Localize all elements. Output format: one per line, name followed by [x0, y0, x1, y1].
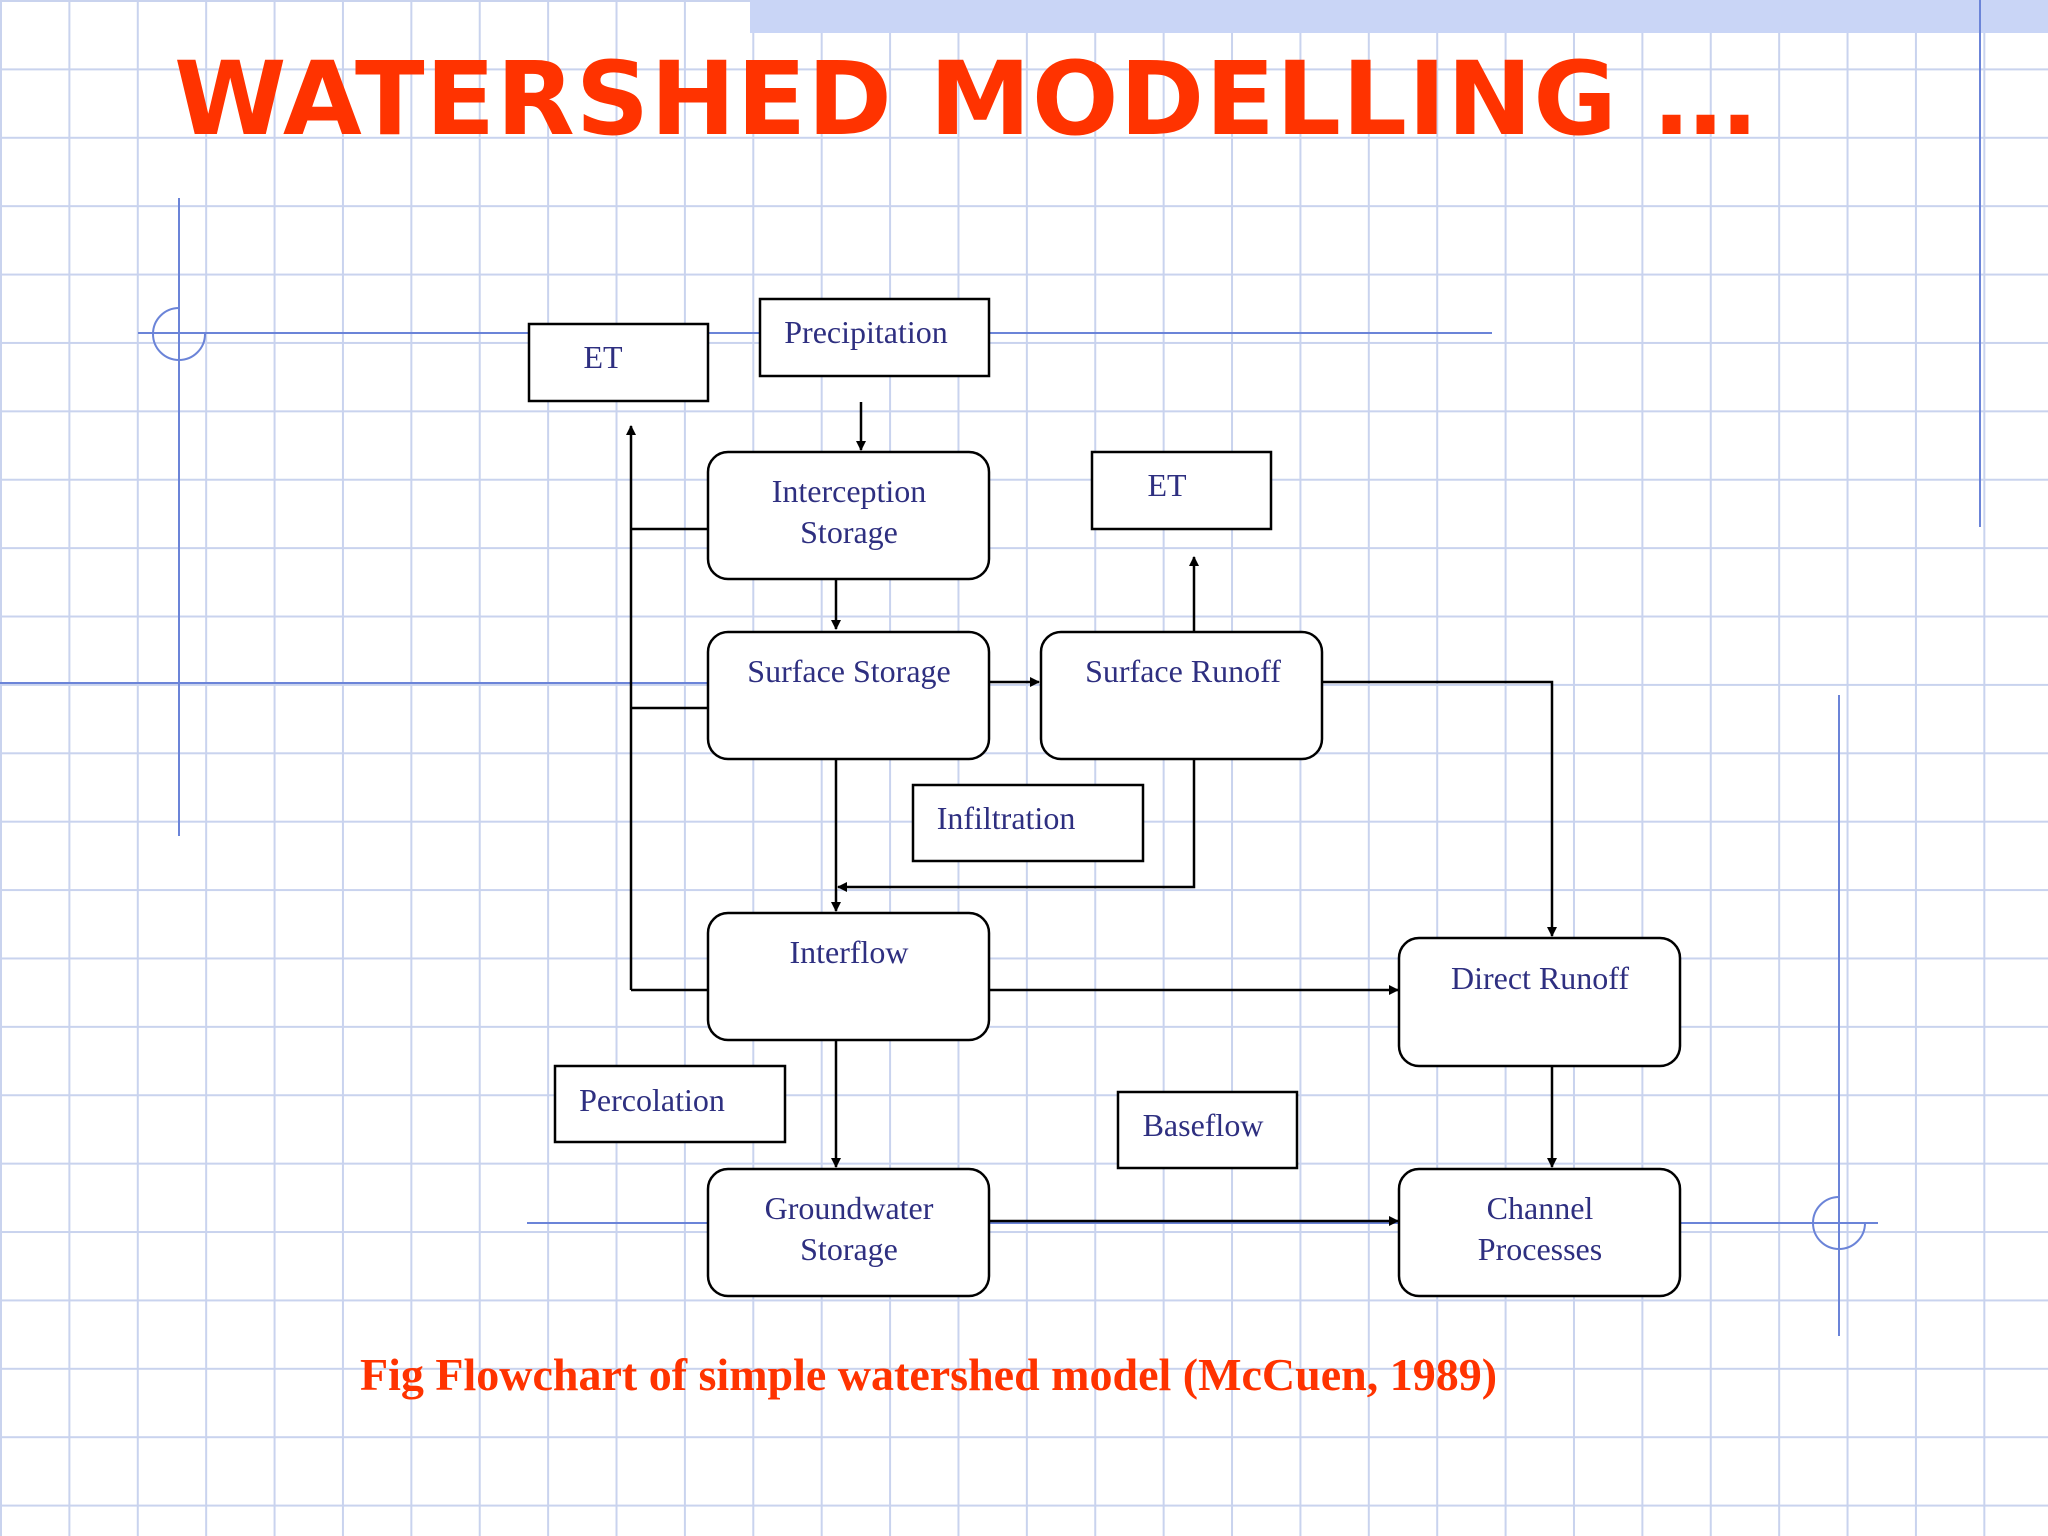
guide-ring-upper-left: [152, 307, 206, 361]
node-percolation-label: Percolation: [579, 1082, 725, 1118]
guide-ring-lower-right: [1812, 1196, 1866, 1250]
arrow-surface-runoff-to-interflow: [837, 760, 1196, 892]
node-precipitation-label: Precipitation: [784, 314, 948, 350]
node-direct-runoff-label: Direct Runoff: [1451, 960, 1629, 996]
node-groundwater-storage-label-line-2: Storage: [800, 1231, 898, 1267]
node-channel-processes-label-line-1: Channel: [1487, 1190, 1594, 1226]
node-infiltration-label: Infiltration: [937, 800, 1076, 836]
node-et-right-label: ET: [1147, 467, 1187, 503]
node-baseflow-label: Baseflow: [1143, 1107, 1264, 1143]
node-interception-storage-label-line-2: Storage: [800, 514, 898, 550]
node-groundwater-storage: Groundwater Storage: [706, 1167, 991, 1298]
node-surface-storage-label: Surface Storage: [747, 653, 950, 689]
node-percolation: Percolation: [553, 1064, 787, 1144]
node-precipitation: Precipitation: [758, 297, 991, 378]
node-channel-processes-label-line-2: Processes: [1478, 1231, 1602, 1267]
node-surface-runoff-label: Surface Runoff: [1085, 653, 1281, 689]
node-interflow: Interflow: [706, 911, 991, 1042]
node-surface-storage: Surface Storage: [706, 630, 991, 761]
node-et-left: ET: [527, 322, 710, 403]
node-interception-storage: Interception Storage: [706, 450, 991, 581]
node-et-left-label: ET: [583, 339, 623, 375]
slide-title: WATERSHED MODELLING …: [174, 40, 1758, 159]
node-direct-runoff: Direct Runoff: [1397, 936, 1682, 1068]
node-et-right: ET: [1090, 450, 1273, 531]
node-groundwater-storage-label-line-1: Groundwater: [765, 1190, 934, 1226]
node-channel-processes: Channel Processes: [1397, 1167, 1682, 1298]
node-baseflow: Baseflow: [1116, 1090, 1299, 1170]
node-surface-runoff: Surface Runoff: [1039, 630, 1324, 761]
node-infiltration: Infiltration: [911, 783, 1145, 863]
top-accent-band: [750, 0, 2048, 33]
node-interflow-label: Interflow: [789, 934, 908, 970]
figure-caption: Fig Flowchart of simple watershed model …: [360, 1349, 1498, 1400]
node-interception-storage-label-line-1: Interception: [772, 473, 927, 509]
connectors: [626, 402, 1557, 1226]
arrow-surface-runoff-to-direct-runoff: [1322, 680, 1557, 937]
